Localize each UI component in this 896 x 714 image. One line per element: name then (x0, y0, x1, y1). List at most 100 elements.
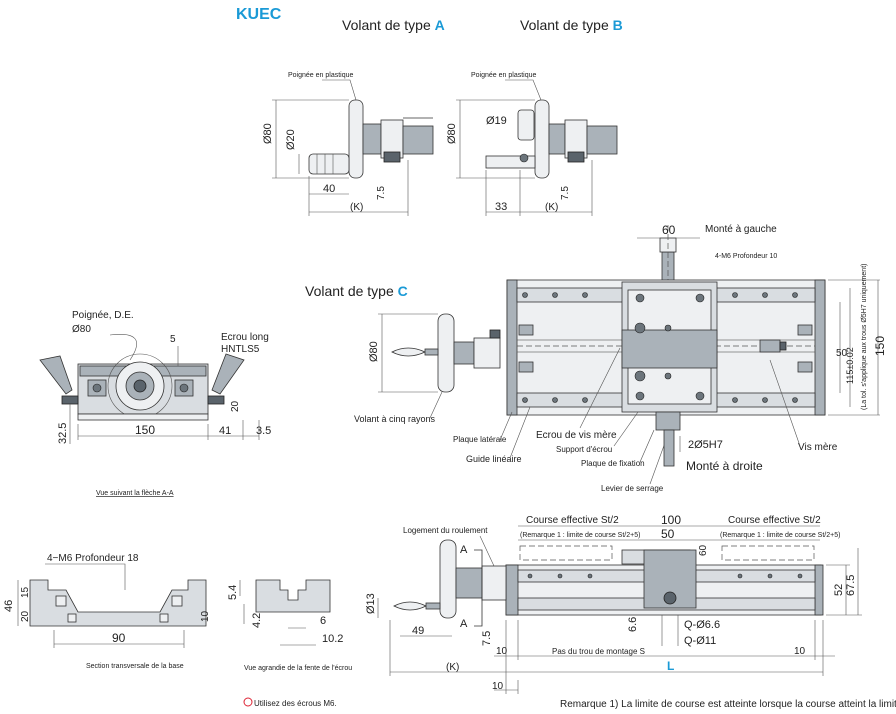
end-handle-label: Poignée, D.E. (72, 310, 134, 321)
end-d325: 32.5 (57, 423, 69, 444)
slot-d102: 10.2 (322, 633, 343, 645)
section-d10: 10 (200, 610, 211, 622)
slot-d54: 5.4 (227, 585, 239, 600)
end-view-caption: Vue suivant la flèche A-A (96, 490, 174, 497)
slot-detail: 5.4 4.2 6 10.2 Vue agrandie de la fente … (227, 579, 352, 708)
holes-label: 4-M6 Profondeur 10 (715, 253, 777, 260)
linear-guide-label: Guide linéaire (466, 454, 522, 464)
type-a-d20: Ø20 (285, 129, 297, 150)
type-b-d80: Ø80 (446, 123, 458, 144)
end-d150: 150 (135, 423, 155, 437)
end-handle-dia: Ø80 (72, 324, 91, 335)
q-d11: Q-Ø11 (684, 635, 716, 647)
product-title: KUEC (236, 6, 282, 23)
slot-caption: Vue agrandie de la fente de l'écrou (244, 665, 352, 672)
end-d41: 41 (219, 425, 231, 437)
section-d15: 15 (20, 586, 31, 598)
front-d675: 67.5 (845, 575, 857, 596)
stroke-right: Course effective St/2 (728, 515, 821, 526)
warning-icon (243, 697, 253, 707)
type-c-letter: C (398, 283, 408, 299)
end-nut-label: Ecrou long (221, 332, 269, 343)
type-a-d40: 40 (323, 183, 335, 195)
stroke-limit-remark: Remarque 1) La limite de course est atte… (560, 699, 896, 710)
section-a-top: A (460, 544, 468, 556)
slot-d6: 6 (320, 615, 326, 627)
type-b-d75: 7.5 (560, 186, 571, 200)
svg-text:Volant de type C: Volant de type C (305, 283, 408, 299)
pin-hole-label: 2Ø5H7 (688, 439, 723, 451)
handle-type-c-view: Volant de type C Ø80 Volant à cinq rayon… (305, 283, 501, 424)
five-spoke-wheel-label: Volant à cinq rayons (354, 414, 436, 424)
type-c-label: Volant de type (305, 283, 398, 299)
front-l: L (667, 659, 674, 673)
fixing-plate-label: Plaque de fixation (581, 459, 645, 468)
type-b-k: (K) (545, 202, 558, 213)
front-d52: 52 (833, 584, 845, 596)
top-d50: 50 (836, 348, 848, 359)
type-a-label: Volant de type (342, 17, 435, 33)
nut-support-label: Support d'écrou (556, 445, 612, 454)
type-a-handle-label: Poignée en plastique (288, 72, 353, 79)
front-d10c: 10 (492, 681, 504, 692)
rail-holes (522, 292, 798, 403)
stroke-left: Course effective St/2 (526, 515, 619, 526)
type-c-d80: Ø80 (368, 341, 380, 362)
top-d60: 60 (662, 223, 676, 237)
section-d46: 46 (3, 600, 15, 612)
svg-text:Volant de type B: Volant de type B (520, 17, 623, 33)
type-a-d80: Ø80 (262, 123, 274, 144)
front-k: (K) (446, 662, 459, 673)
top-d115: 115±0.02 (845, 347, 855, 384)
top-d150: 150 (873, 336, 887, 356)
right-mount-label: Monté à droite (686, 459, 763, 473)
front-d75: 7.5 (481, 631, 493, 646)
front-d60: 60 (698, 544, 709, 556)
front-d13: Ø13 (365, 593, 377, 614)
top-view: Monté à gauche 60 4-M6 Profondeur 10 (453, 223, 887, 493)
section-d90: 90 (112, 631, 126, 645)
side-plate-label: Plaque latérale (453, 435, 507, 444)
clamp-lever-label: Levier de serrage (601, 484, 664, 493)
tolerance-note: (La tol. s'applique aux trous Ø5H7 uniqu… (861, 264, 868, 410)
base-section: 4−M6 Profondeur 18 46 15 20 10 90 Sectio… (3, 553, 211, 670)
left-mount-label: Monté à gauche (705, 224, 777, 235)
slot-note: Utilisez des écrous M6. (254, 699, 337, 708)
lead-screw-label: Vis mère (798, 442, 838, 453)
remark-left: (Remarque 1 : limite de course St/2+5) (520, 532, 640, 539)
front-d100: 100 (661, 513, 681, 527)
end-d5: 5 (170, 334, 176, 345)
front-d49: 49 (412, 625, 424, 637)
section-holes-label: 4−M6 Profondeur 18 (47, 553, 139, 564)
svg-text:Volant de type A: Volant de type A (342, 17, 445, 33)
type-a-d75: 7.5 (376, 186, 387, 200)
type-b-letter: B (613, 17, 623, 33)
end-d20: 20 (230, 400, 241, 412)
front-d10a: 10 (496, 646, 508, 657)
slot-d42: 4.2 (251, 613, 263, 628)
handle-type-a-view: Volant de type A Poignée en plastique Ø8… (262, 17, 445, 216)
front-d10b: 10 (794, 646, 806, 657)
front-view: Logement du roulement Course effective S… (365, 513, 862, 694)
type-a-letter: A (435, 17, 445, 33)
lead-nut-label: Ecrou de vis mère (536, 430, 617, 441)
type-a-k: (K) (350, 202, 363, 213)
end-nut-code: HNTLS5 (221, 344, 260, 355)
front-d66: 6.6 (627, 617, 639, 632)
type-b-label: Volant de type (520, 17, 613, 33)
pitch-label: Pas du trou de montage S (552, 647, 645, 656)
end-d35: 3.5 (256, 425, 271, 437)
q-d66: Q-Ø6.6 (684, 619, 720, 631)
section-d20: 20 (20, 610, 31, 622)
section-caption: Section transversale de la base (86, 663, 184, 670)
end-view: Poignée, D.E. Ø80 Ecrou long HNTLS5 5 20… (39, 310, 271, 497)
type-b-handle-label: Poignée en plastique (471, 72, 536, 79)
front-d50: 50 (661, 527, 675, 541)
bearing-label: Logement du roulement (403, 526, 488, 535)
type-b-d33: 33 (495, 201, 507, 213)
section-a-bottom: A (460, 618, 468, 630)
remark-right: (Remarque 1 : limite de course St/2+5) (720, 532, 840, 539)
type-b-d19: Ø19 (486, 115, 507, 127)
handle-type-b-view: Volant de type B Poignée en plastique Ø8… (446, 17, 623, 216)
